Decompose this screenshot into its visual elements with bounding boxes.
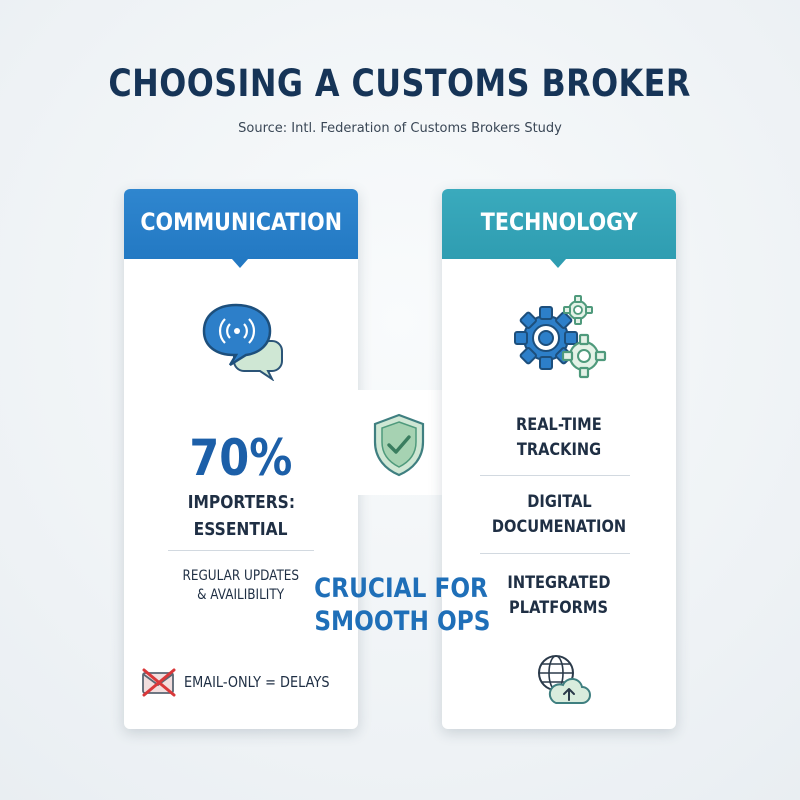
feature-realtime-tracking: REAL-TIME TRACKING xyxy=(516,415,602,460)
header-pointer xyxy=(550,259,566,268)
divider xyxy=(480,553,630,554)
technology-header: TECHNOLOGY xyxy=(442,189,676,259)
updates-note: REGULAR UPDATES & AVAILIBILITY xyxy=(182,568,300,603)
center-caption: CRUCIAL FOR SMOOTH OPS xyxy=(314,573,491,637)
crossed-envelope-icon xyxy=(142,668,176,697)
feature-integrated-platforms: INTEGRATED PLATFORMS xyxy=(507,573,611,618)
technology-card: TECHNOLOGY xyxy=(442,189,676,729)
shield-check-icon xyxy=(373,413,425,477)
divider xyxy=(480,475,630,476)
email-warning-text: EMAIL-ONLY = DELAYS xyxy=(184,673,330,691)
source-note: Source: Intl. Federation of Customs Brok… xyxy=(238,121,562,136)
importers-stat: 70% xyxy=(189,429,293,487)
communication-card: COMMUNICATION 70% IMPORTERS: ESSENTIAL R… xyxy=(124,189,358,729)
page-title: CHOOSING A CUSTOMS BROKER xyxy=(108,62,692,105)
importers-stat-label: IMPORTERS: ESSENTIAL xyxy=(187,492,295,540)
chat-bubbles-icon xyxy=(202,303,283,381)
globe-cloud-upload-icon xyxy=(538,655,591,704)
feature-digital-documentation: DIGITAL DOCUMENATION xyxy=(491,492,627,537)
header-pointer xyxy=(232,259,248,268)
communication-header: COMMUNICATION xyxy=(124,189,358,259)
divider xyxy=(168,550,314,551)
email-warning: EMAIL-ONLY = DELAYS xyxy=(140,667,350,697)
gears-icon xyxy=(514,295,607,379)
